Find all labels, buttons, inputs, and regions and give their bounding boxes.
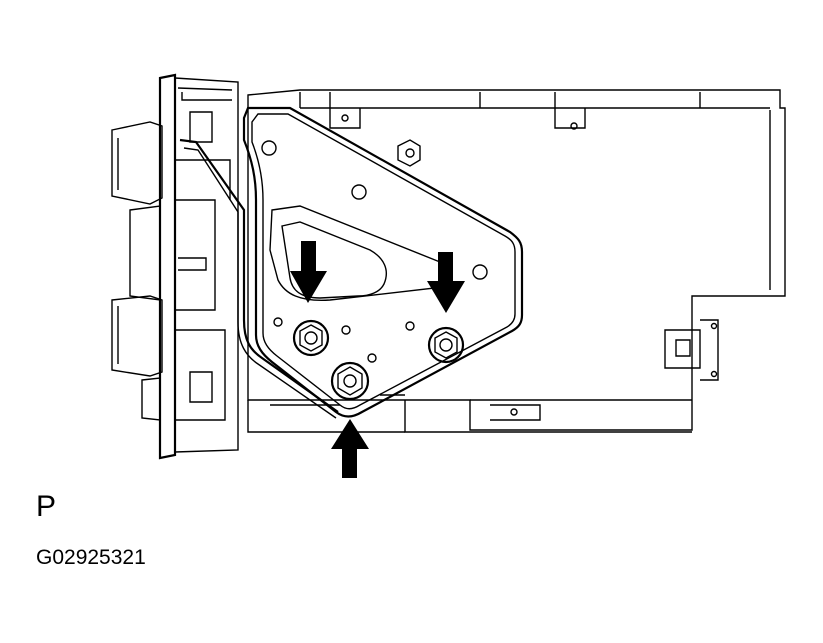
front-bezel: [111, 73, 239, 460]
figure-id: G02925321: [36, 546, 146, 569]
arrow-down-right-bolt: [427, 252, 465, 313]
unit-housing: [247, 89, 786, 433]
bolt-upper-left: [292, 319, 330, 357]
bolt-upper-right: [427, 326, 465, 364]
view-label: P: [36, 490, 57, 523]
arrow-down-left-bolt: [290, 241, 327, 303]
bolt-lower-center: [330, 361, 370, 401]
mounting-bracket: [179, 106, 524, 419]
arrow-up-lower-bolt: [331, 419, 369, 478]
